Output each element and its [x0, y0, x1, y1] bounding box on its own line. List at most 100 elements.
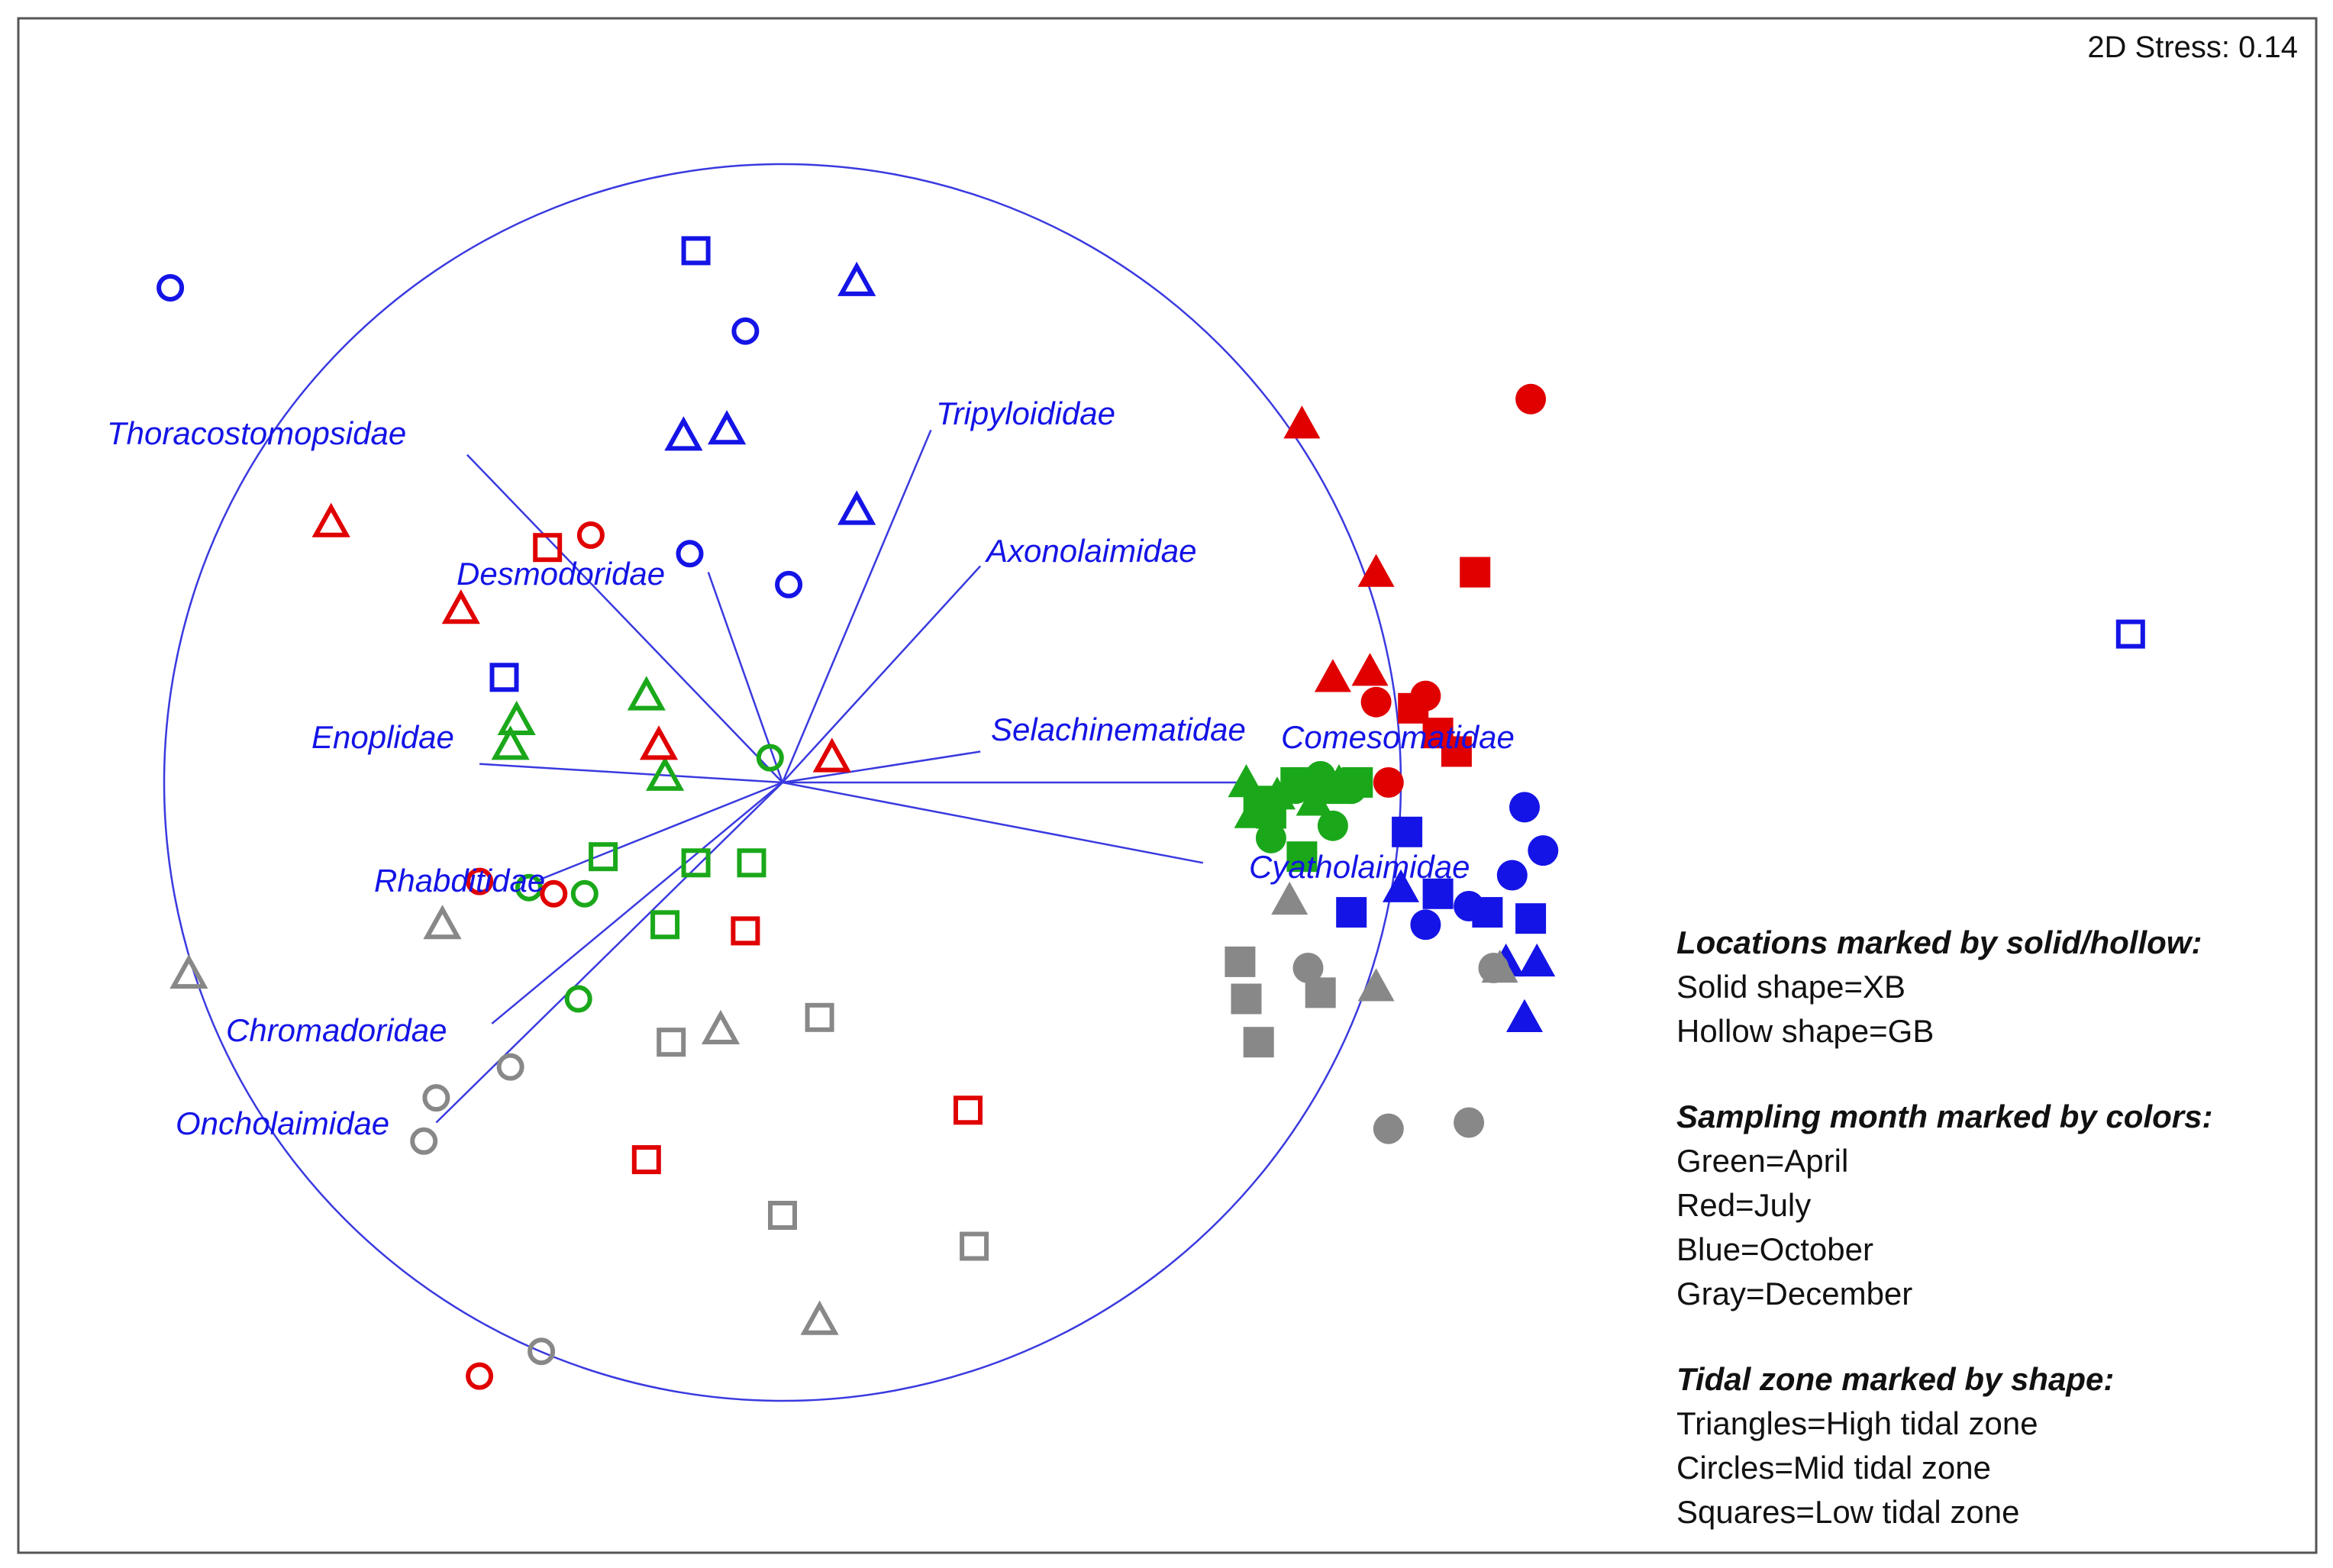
point-hollow-square	[489, 663, 519, 692]
point-hollow-triangle	[800, 1300, 839, 1335]
point-hollow-circle	[775, 570, 803, 598]
legend-locations-title: Locations marked by solid/hollow:	[1676, 924, 2202, 960]
point-hollow-triangle	[639, 725, 679, 760]
point-hollow-triangle	[837, 490, 876, 525]
point-hollow-triangle	[441, 589, 480, 624]
point-solid-triangle	[1283, 405, 1321, 439]
vector-thoracostomopsidae	[466, 453, 783, 783]
point-solid-square	[1336, 897, 1367, 928]
legend-month-gray: Gray=December	[1676, 1276, 1913, 1312]
point-solid-circle	[1360, 686, 1392, 718]
point-solid-circle	[1410, 909, 1441, 940]
point-solid-square	[1225, 946, 1256, 977]
point-hollow-triangle	[708, 410, 747, 445]
vector-label-desmodoridae: Desmodoridae	[457, 556, 665, 592]
vector-cyatholaimidae	[782, 781, 1204, 864]
point-hollow-square	[737, 848, 766, 878]
vector-selachinematidae	[782, 750, 981, 784]
point-hollow-square	[731, 916, 760, 946]
point-hollow-circle	[570, 879, 599, 908]
point-solid-square	[1472, 897, 1503, 928]
vector-label-enoplidae: Enoplidae	[311, 719, 454, 755]
point-hollow-circle	[540, 879, 568, 908]
point-solid-triangle	[1357, 968, 1395, 1002]
vector-label-tripyloididae: Tripyloididae	[936, 395, 1115, 431]
point-solid-square	[1441, 736, 1472, 767]
vector-rhabditidae	[534, 781, 783, 882]
vector-label-comesomatidae: Comesomatidae	[1281, 719, 1515, 755]
legend-month-green: Green=April	[1676, 1143, 1849, 1179]
legend: Locations marked by solid/hollow: Solid …	[1676, 921, 2302, 1534]
point-hollow-triangle	[423, 905, 462, 940]
point-hollow-square	[2115, 619, 2145, 649]
point-solid-square	[1255, 798, 1286, 829]
vector-label-oncholaimidae: Oncholaimidae	[176, 1105, 389, 1141]
point-solid-circle	[1496, 860, 1528, 891]
legend-tide-low: Squares=Low tidal zone	[1676, 1494, 2020, 1530]
point-solid-triangle	[1351, 653, 1389, 686]
point-hollow-triangle	[837, 261, 876, 296]
point-solid-triangle	[1518, 943, 1556, 977]
point-hollow-circle	[731, 317, 760, 345]
legend-tide-title: Tidal zone marked by shape:	[1676, 1361, 2115, 1397]
legend-month-red: Red=July	[1676, 1187, 1812, 1223]
point-solid-square	[1515, 903, 1547, 934]
point-solid-circle	[1317, 810, 1348, 841]
point-hollow-circle	[564, 985, 592, 1013]
point-solid-circle	[1509, 792, 1540, 823]
point-hollow-circle	[756, 744, 784, 772]
point-hollow-square	[805, 1002, 834, 1032]
point-hollow-square	[681, 236, 711, 266]
point-solid-triangle	[1506, 999, 1543, 1032]
vector-label-chromadoridae: Chromadoridae	[226, 1012, 447, 1048]
point-solid-square	[1243, 1027, 1274, 1058]
vector-tripyloididae	[781, 429, 932, 783]
point-hollow-circle	[422, 1084, 450, 1112]
point-hollow-square	[954, 1095, 983, 1125]
vector-desmodoridae	[707, 572, 784, 783]
point-solid-square	[1231, 983, 1262, 1015]
point-solid-square	[1422, 878, 1454, 909]
vector-chromadoridae	[491, 782, 783, 1024]
point-solid-circle	[1373, 767, 1404, 798]
point-hollow-circle	[466, 1362, 494, 1390]
point-solid-square	[1342, 767, 1373, 798]
point-hollow-triangle	[812, 737, 851, 773]
point-hollow-triangle	[701, 1009, 741, 1044]
point-hollow-circle	[466, 867, 494, 895]
vector-label-rhabditidae: Rhabditidae	[374, 863, 545, 899]
point-hollow-circle	[410, 1127, 438, 1155]
point-hollow-square	[768, 1201, 797, 1230]
plot-frame	[17, 17, 2318, 1554]
point-hollow-triangle	[497, 700, 536, 735]
vector-label-axonolaimidae: Axonolaimidae	[984, 533, 1197, 569]
point-hollow-square	[631, 1145, 661, 1175]
point-hollow-square	[533, 533, 563, 563]
point-hollow-circle	[157, 274, 185, 302]
point-hollow-circle	[515, 873, 543, 902]
vector-label-selachinematidae: Selachinematidae	[991, 711, 1246, 747]
point-hollow-circle	[576, 521, 605, 549]
point-hollow-square	[681, 848, 711, 878]
legend-locations-solid: Solid shape=XB	[1676, 969, 1906, 1005]
point-hollow-triangle	[627, 676, 666, 711]
point-solid-circle	[1454, 1107, 1485, 1138]
point-hollow-square	[650, 910, 680, 940]
point-solid-triangle	[1314, 659, 1351, 692]
legend-locations-hollow: Hollow shape=GB	[1676, 1013, 1934, 1049]
legend-tide-high: Triangles=High tidal zone	[1676, 1405, 2038, 1441]
point-solid-square	[1280, 767, 1312, 798]
vector-enoplidae	[479, 763, 783, 784]
point-hollow-square	[657, 1028, 686, 1057]
vector-oncholaimidae	[435, 782, 783, 1124]
point-hollow-triangle	[491, 725, 530, 760]
legend-month-blue: Blue=October	[1676, 1231, 1873, 1267]
point-hollow-triangle	[169, 953, 208, 989]
point-solid-triangle	[1383, 869, 1419, 902]
point-solid-square	[1286, 841, 1318, 873]
point-solid-square	[1305, 977, 1336, 1008]
point-solid-triangle	[1271, 881, 1308, 915]
point-hollow-square	[960, 1231, 989, 1261]
point-solid-circle	[1292, 953, 1324, 983]
